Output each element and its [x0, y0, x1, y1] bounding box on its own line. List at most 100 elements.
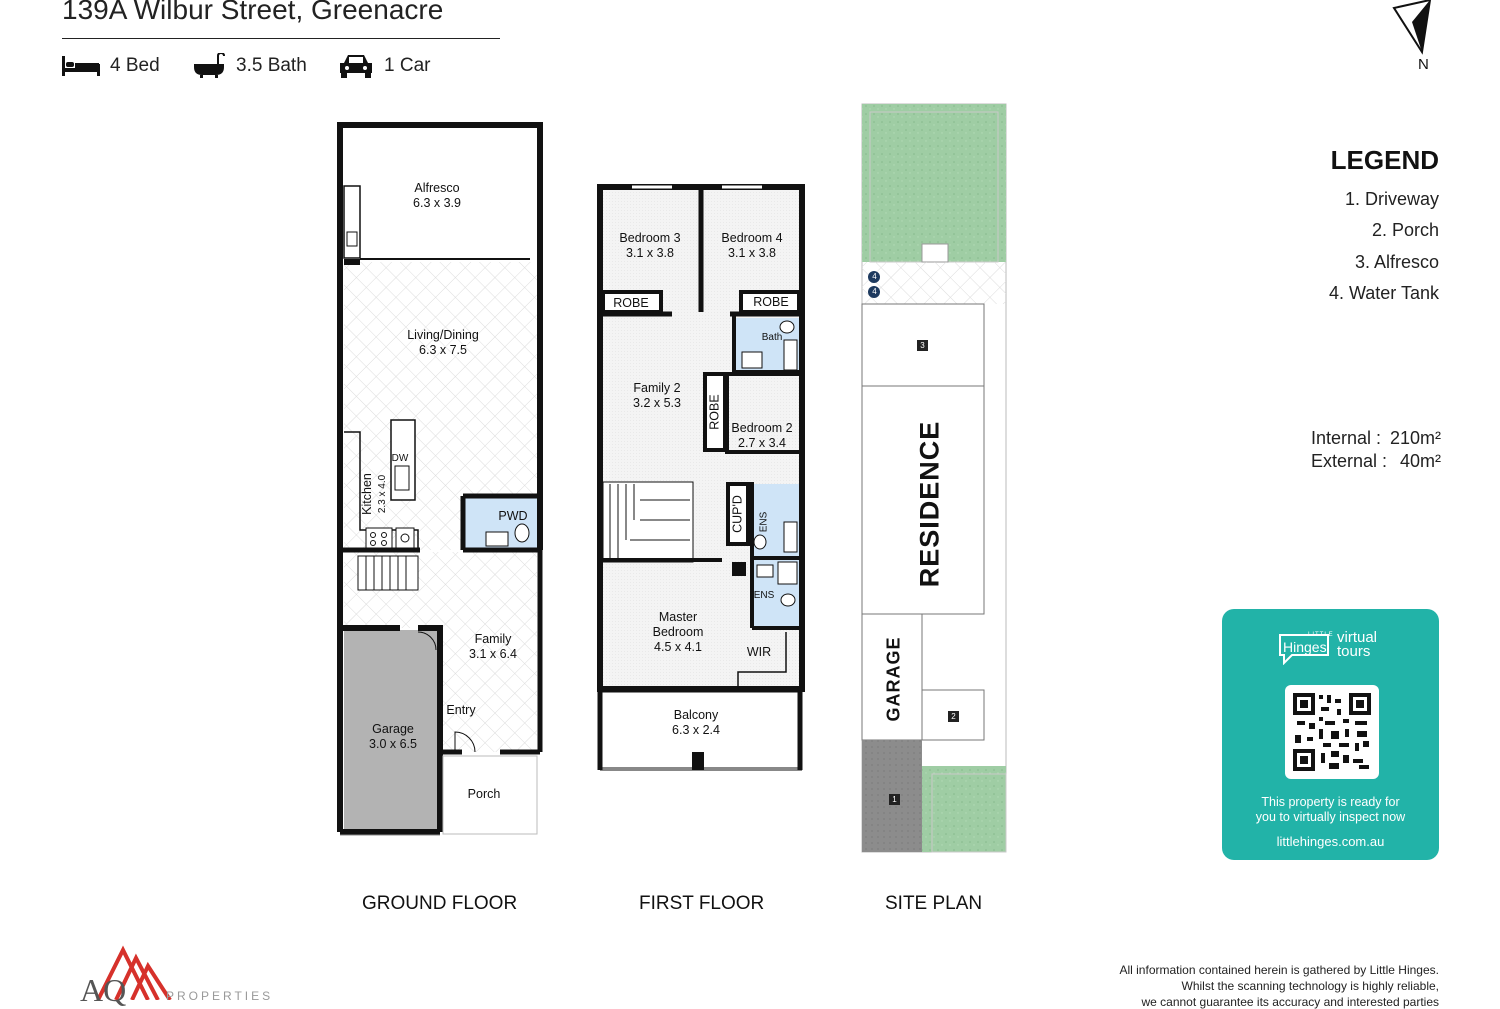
room-size: 4.5 x 4.1 — [654, 640, 702, 654]
site-marker-driveway: 1 — [889, 794, 900, 805]
north-label: N — [1418, 56, 1429, 73]
property-address-title: 139A Wilbur Street, Greenacre — [62, 0, 444, 25]
room-size: 3.0 x 6.5 — [369, 737, 417, 751]
room-size: 3.1 x 3.8 — [626, 246, 674, 260]
site-residence-label: RESIDENCE — [914, 420, 945, 588]
feature-bath-label: 3.5 Bath — [236, 55, 307, 76]
first-floor-label: FIRST FLOOR — [639, 893, 765, 914]
bed-icon — [62, 56, 100, 76]
internal-area-label: Internal : — [1311, 428, 1382, 448]
brand-small-text: LITTLE — [1308, 632, 1334, 638]
site-marker-water-tank: 4 — [872, 287, 877, 296]
room-family-2: Family 2 3.2 x 5.3 — [633, 381, 681, 411]
disclaimer-line-2: Whilst the scanning technology is highly… — [1181, 979, 1439, 993]
room-name: Bedroom 4 — [721, 231, 783, 245]
room-garage: Garage 3.0 x 6.5 — [369, 722, 417, 752]
site-plan — [861, 103, 1007, 853]
vt-url-link[interactable]: littlehinges.com.au — [1276, 834, 1385, 849]
agency-logo-letters: AQ — [80, 972, 127, 1008]
dishwasher-label: DW — [391, 453, 409, 464]
agency-logo-word: PROPERTIES — [166, 989, 274, 1003]
room-name: Bedroom 3 — [619, 231, 681, 245]
room-alfresco: Alfresco 6.3 x 3.9 — [413, 181, 461, 211]
external-area-label: External : — [1311, 451, 1388, 471]
north-arrow-icon — [1392, 0, 1432, 55]
site-marker-porch: 2 — [948, 711, 959, 722]
qr-code[interactable] — [1285, 685, 1379, 779]
room-name: Bedroom 2 — [731, 421, 793, 435]
agency-logo-icon — [96, 945, 172, 1000]
title-divider — [62, 38, 500, 39]
robe-right: ROBE — [753, 295, 789, 309]
room-kitchen: Kitchen 2.3 x 4.0 — [360, 473, 390, 515]
speech-bubble-icon — [1279, 634, 1329, 665]
legend-item: 1. Driveway — [1344, 189, 1439, 209]
room-name: Living/Dining — [407, 328, 479, 342]
feature-bed-label: 4 Bed — [110, 55, 160, 76]
ground-floor-plan — [337, 122, 543, 836]
room-name: Kitchen — [360, 473, 374, 515]
room-size: 6.3 x 7.5 — [419, 343, 467, 357]
legend-item: 2. Porch — [1371, 220, 1439, 240]
room-pwd: PWD — [498, 509, 528, 523]
site-garage-label: GARAGE — [883, 636, 904, 722]
virtual-tours-card[interactable]: LITTLE Hinges virtual tours This propert… — [1222, 609, 1439, 860]
brand-suffix: virtual tours — [1337, 629, 1378, 660]
room-size: 3.2 x 5.3 — [633, 396, 681, 410]
legend-title: LEGEND — [1330, 145, 1439, 175]
room-bedroom-4: Bedroom 4 3.1 x 3.8 — [721, 231, 782, 261]
room-wir: WIR — [746, 645, 772, 659]
room-bedroom-3: Bedroom 3 3.1 x 3.8 — [619, 231, 680, 261]
room-bath: Bath — [761, 332, 783, 343]
room-master-bedroom: Master Bedroom 4.5 x 4.1 — [653, 610, 704, 655]
room-name: Master — [658, 610, 698, 624]
vt-message-line-2: you to virtually inspect now — [1255, 810, 1406, 824]
brand-suffix-line-2: tours — [1337, 643, 1371, 660]
site-plan-label: SITE PLAN — [885, 893, 983, 914]
room-family: Family 3.1 x 6.4 — [469, 632, 517, 662]
room-name: Alfresco — [414, 181, 460, 195]
feature-bed: 4 Bed — [62, 52, 160, 80]
room-size: 2.3 x 4.0 — [377, 474, 388, 514]
room-name: Family — [474, 632, 512, 646]
room-name: Balcony — [673, 708, 719, 722]
room-size: 3.1 x 3.8 — [728, 246, 776, 260]
car-icon — [340, 55, 372, 78]
internal-area-value: 210m² — [1389, 428, 1441, 448]
legend-item: 3. Alfresco — [1354, 252, 1439, 272]
room-size: 2.7 x 3.4 — [738, 436, 786, 450]
qr-code-icon — [1293, 693, 1371, 771]
site-marker-alfresco: 3 — [917, 340, 928, 351]
ensuite-upper: ENS — [758, 511, 770, 533]
room-name: Family 2 — [633, 381, 681, 395]
room-entry: Entry — [446, 703, 476, 717]
first-floor-plan — [597, 184, 805, 771]
bath-icon — [194, 53, 225, 78]
room-balcony: Balcony 6.3 x 2.4 — [672, 708, 720, 738]
room-living-dining: Living/Dining 6.3 x 7.5 — [407, 328, 479, 358]
vt-message-line-1: This property is ready for — [1261, 795, 1400, 809]
room-size: 6.3 x 3.9 — [413, 196, 461, 210]
feature-car-label: 1 Car — [384, 55, 431, 76]
feature-car: 1 Car — [338, 52, 430, 80]
brand-suffix-line-1: virtual — [1337, 629, 1378, 646]
site-marker-water-tank: 4 — [872, 272, 877, 281]
cupboard-label: CUP'D — [730, 495, 745, 533]
brand-name: Hinges — [1283, 639, 1327, 655]
external-area-value: 40m² — [1399, 451, 1441, 471]
room-size: 3.1 x 6.4 — [469, 647, 517, 661]
robe-vertical: ROBE — [707, 394, 722, 430]
feature-bath: 3.5 Bath — [192, 52, 307, 80]
room-bedroom-2: Bedroom 2 2.7 x 3.4 — [731, 421, 792, 451]
ensuite-lower: ENS — [753, 590, 775, 601]
room-name-2: Bedroom — [652, 625, 704, 639]
legend-item: 4. Water Tank — [1328, 283, 1439, 303]
room-size: 6.3 x 2.4 — [672, 723, 720, 737]
disclaimer-line-3: we cannot guarantee its accuracy and int… — [1141, 995, 1439, 1009]
room-name: Garage — [372, 722, 414, 736]
room-porch: Porch — [467, 787, 501, 801]
disclaimer-line-1: All information contained herein is gath… — [1119, 963, 1439, 977]
ground-floor-label: GROUND FLOOR — [362, 893, 518, 914]
robe-left: ROBE — [613, 296, 649, 310]
